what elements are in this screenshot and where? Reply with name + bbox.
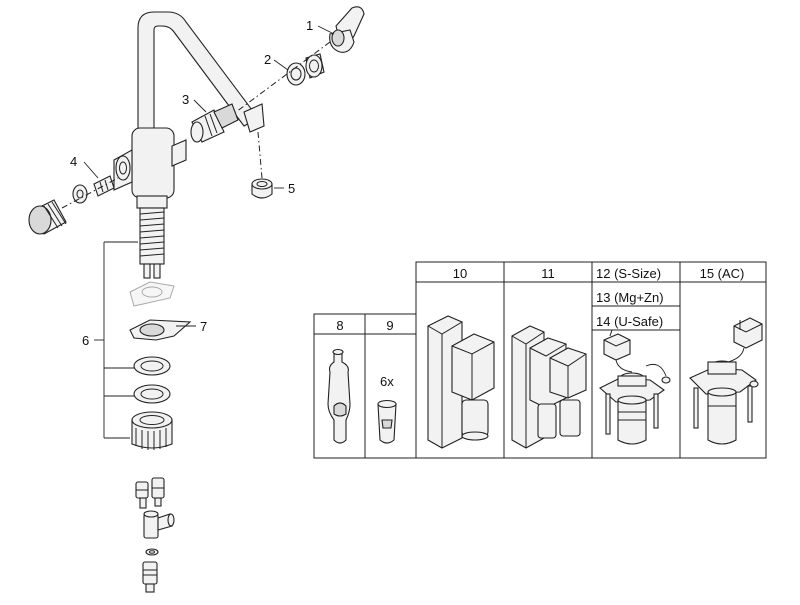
gasket-upper	[133, 356, 171, 376]
svg-text:2: 2	[264, 52, 271, 67]
side-valve-stem	[93, 175, 115, 197]
filter-system-single	[427, 315, 495, 449]
side-knob	[28, 199, 67, 235]
svg-text:3: 3	[182, 92, 189, 107]
header-11: 11	[541, 266, 555, 281]
header-14: 14 (U-Safe)	[596, 314, 663, 329]
mounting-kit-bracket	[103, 241, 138, 439]
svg-text:1: 1	[306, 18, 313, 33]
support-plate-ghost	[129, 281, 175, 307]
filter-cartridge-small	[377, 399, 397, 444]
header-8: 8	[336, 318, 343, 333]
assembly-axis-side	[61, 177, 119, 209]
lower-connectors	[135, 477, 165, 509]
callout-1: 1	[306, 18, 335, 35]
assembly-axis-upper	[235, 41, 331, 113]
aerator	[251, 178, 273, 199]
side-washer	[72, 184, 88, 204]
mounting-nut	[131, 411, 173, 450]
gasket-lower	[133, 384, 171, 404]
tee-fitting	[143, 510, 175, 539]
assembly-axis-aerator	[257, 131, 263, 179]
header-10: 10	[453, 266, 467, 281]
callout-7: 7	[176, 319, 207, 334]
header-12: 12 (S-Size)	[596, 266, 661, 281]
horseshoe-plate	[129, 319, 192, 341]
quantity-label: 6x	[380, 374, 394, 389]
lever-handle	[329, 6, 365, 53]
bottom-fitting	[142, 561, 158, 593]
faucet-spout	[137, 11, 265, 133]
callout-2: 2	[264, 52, 289, 71]
filter-head-assembly	[599, 329, 671, 445]
callout-5: 5	[274, 181, 295, 196]
filter-head-ac	[689, 317, 763, 445]
threaded-shank	[139, 207, 165, 279]
faucet-body	[113, 127, 187, 209]
water-bottle	[327, 348, 351, 444]
cartridge-nuts	[286, 53, 325, 86]
svg-text:4: 4	[70, 154, 77, 169]
small-washer	[145, 548, 159, 556]
svg-text:7: 7	[200, 319, 207, 334]
callout-4: 4	[70, 154, 99, 179]
header-9: 9	[386, 318, 393, 333]
callout-6: 6	[82, 333, 104, 348]
callout-3: 3	[182, 92, 207, 113]
header-13: 13 (Mg+Zn)	[596, 290, 664, 305]
svg-text:5: 5	[288, 181, 295, 196]
svg-text:6: 6	[82, 333, 89, 348]
accessory-table	[313, 261, 767, 459]
header-15: 15 (AC)	[700, 266, 745, 281]
filter-system-dual	[511, 325, 587, 449]
valve-cartridge	[190, 103, 239, 143]
